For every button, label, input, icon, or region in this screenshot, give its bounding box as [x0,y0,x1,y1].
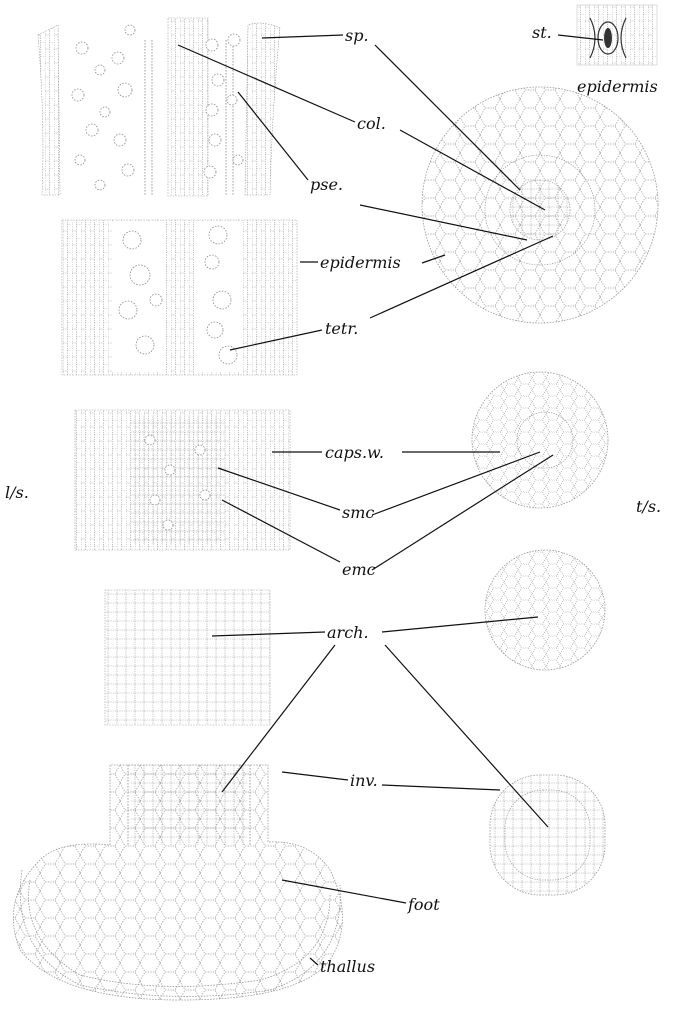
label-thallus: thallus [320,957,375,976]
label-st: st. [532,23,552,42]
label-foot: foot [407,895,440,914]
ts-involucre [490,775,605,895]
stoma-detail [577,5,657,65]
ts-archesporial [485,550,605,670]
ts-sporogenous [472,372,608,508]
label-smc: smc [342,503,374,522]
label-ts: t/s. [636,497,661,516]
label-caps-w: caps.w. [325,443,384,462]
label-sp: sp. [345,26,369,45]
label-pse: pse. [310,175,343,194]
label-epidermis-top: epidermis [577,77,658,96]
label-epidermis-mid: epidermis [320,253,401,272]
ls-upper-capsule [38,18,280,196]
label-tetr: tetr. [325,319,358,338]
label-emc: emc [342,560,376,579]
ls-tetrad-section [62,220,297,375]
label-arch: arch. [327,623,369,642]
ts-mature-capsule [422,87,658,323]
label-col: col. [357,114,386,133]
label-inv: inv. [350,771,378,790]
ls-sporogenous-section [75,410,290,550]
ls-archesporial-section [105,590,270,725]
label-ls: l/s. [5,483,29,502]
